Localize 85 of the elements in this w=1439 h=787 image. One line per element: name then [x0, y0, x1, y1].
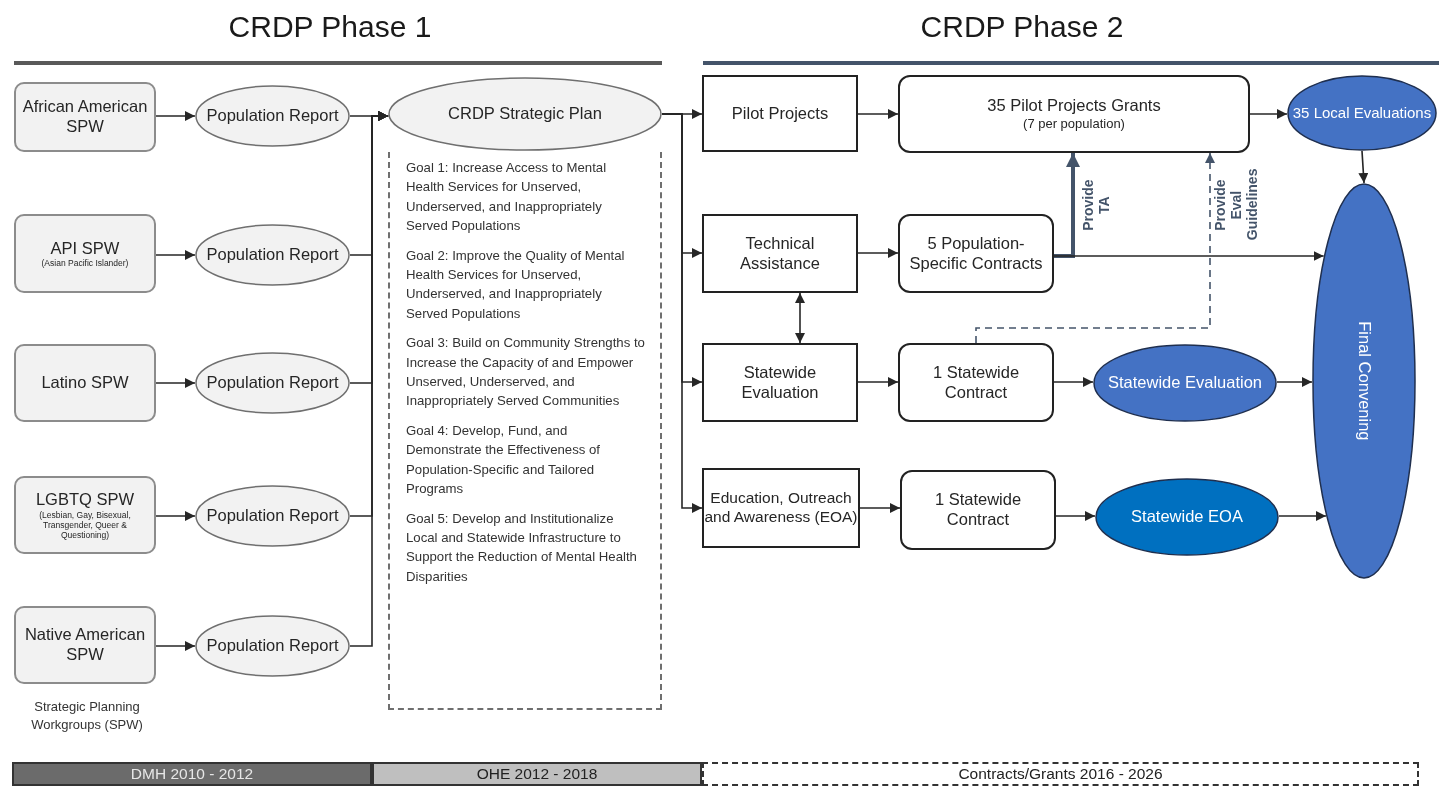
- node-label: Statewide Evaluation: [740, 362, 820, 403]
- connector-arrow: [1053, 251, 1325, 261]
- process-box: [702, 75, 858, 152]
- outcome-ellipse: [1312, 183, 1416, 579]
- node-label: 1 Statewide Contract: [933, 490, 1023, 530]
- node-label: Population Report: [206, 245, 339, 265]
- goal-text: Goal 5: Develop and Institutionalize Local and Statewide Infrastructure to Support the Reduction of Mental Health Disparities: [406, 509, 638, 586]
- node-label: Technical Assistance: [739, 233, 821, 274]
- node-label: 35 Local Evaluations: [1292, 104, 1432, 122]
- process-box: [702, 468, 860, 548]
- connector-arrow: [155, 111, 196, 121]
- report-ellipse: [195, 224, 350, 286]
- node-label: Native American SPW: [23, 625, 147, 665]
- connector-arrow: [1054, 153, 1080, 258]
- report-ellipse: [195, 615, 350, 677]
- node-label: Pilot Projects: [731, 103, 829, 124]
- goal-text: Goal 2: Improve the Quality of Mental Health Services for Unserved, Underserved, and Inappropriately Served Populations: [406, 246, 626, 323]
- node-label: African American SPW: [21, 97, 149, 137]
- node-label: Statewide EOA: [1131, 507, 1243, 527]
- node-subtitle: (7 per population): [1023, 116, 1125, 132]
- connector-arrow: [1249, 109, 1288, 119]
- node-subtitle: (Lesbian, Gay, Bisexual, Transgender, Queer & Questioning): [38, 509, 132, 541]
- outcome-ellipse: [1095, 478, 1279, 556]
- timeline-band: [372, 762, 702, 786]
- phase-heading: CRDP Phase 1: [228, 10, 432, 44]
- connector-arrow: [1358, 150, 1369, 184]
- node-label: CRDP Strategic Plan: [448, 104, 602, 124]
- connector-arrow: [1055, 511, 1096, 521]
- connector-arrow: [349, 111, 389, 647]
- outcome-ellipse: [1287, 75, 1437, 151]
- connector-arrow: [155, 511, 196, 521]
- connector-arrow: [1053, 377, 1094, 387]
- node-label: Population Report: [206, 373, 339, 393]
- connector-arrow: [1278, 511, 1327, 521]
- goal-text: Goal 4: Develop, Fund, and Demonstrate the Effectiveness of Population-Specific and Tailored Programs: [406, 421, 601, 499]
- process-box: [702, 214, 858, 293]
- workgroup-box: [14, 214, 156, 293]
- connector-arrow: [155, 641, 196, 651]
- node-label: Statewide Evaluation: [1107, 373, 1263, 393]
- edge-label: Provide Eval Guidelines: [1211, 170, 1261, 241]
- node-label: 1 Statewide Contract: [931, 362, 1021, 403]
- goal-text: Goal 1: Increase Access to Mental Health Services for Unserved, Underserved, and Inappropriately Served Populations: [406, 159, 608, 236]
- connector-arrow: [857, 248, 899, 258]
- report-ellipse: [195, 352, 350, 414]
- connector-arrow: [859, 503, 901, 513]
- node-label: Final Convening: [1354, 321, 1374, 441]
- node-label: Contracts/Grants 2016 - 2026: [958, 764, 1163, 784]
- goal-text: Goal 3: Build on Community Strengths to Increase the Capacity of and Empower Unserved, Underserved, and Inappropriately Served Communities: [406, 334, 646, 411]
- workgroup-box: [14, 82, 156, 152]
- phase-heading: CRDP Phase 2: [920, 10, 1124, 44]
- connector-arrow: [857, 109, 899, 119]
- connector-arrow: [155, 378, 196, 388]
- process-box: [702, 343, 858, 422]
- node-label: Population Report: [206, 506, 339, 526]
- node-label: OHE 2012 - 2018: [476, 764, 598, 784]
- goals-box: [388, 152, 662, 710]
- contract-box: [898, 214, 1054, 293]
- report-ellipse: [195, 485, 350, 547]
- workgroup-box: [14, 476, 156, 554]
- caption-text: Strategic Planning Workgroups (SPW): [30, 698, 144, 734]
- node-label: 5 Population-Specific Contracts: [908, 233, 1044, 274]
- node-subtitle: (Asian Pacific Islander): [40, 258, 130, 269]
- node-label: 35 Pilot Projects Grants: [987, 96, 1161, 117]
- connector-arrow: [795, 292, 805, 344]
- workgroup-box: [14, 344, 156, 422]
- timeline-band: [12, 762, 372, 786]
- node-label: Population Report: [206, 636, 339, 656]
- node-label: API SPW: [50, 238, 120, 259]
- connector-arrow: [975, 152, 1215, 344]
- node-label: Education, Outreach and Awareness (EOA): [704, 489, 858, 527]
- contract-box: [898, 343, 1054, 422]
- node-label: DMH 2010 - 2012: [130, 764, 254, 784]
- connector-arrow: [1276, 377, 1313, 387]
- node-label: Latino SPW: [41, 373, 129, 393]
- timeline-band: [702, 762, 1419, 786]
- connector-arrow: [155, 250, 196, 260]
- contract-box: [900, 470, 1056, 550]
- report-ellipse: [195, 85, 350, 147]
- node-label: Population Report: [206, 106, 339, 126]
- connector-arrow: [857, 377, 899, 387]
- report-ellipse: [388, 77, 662, 151]
- node-label: LGBTQ SPW: [35, 489, 135, 510]
- outcome-ellipse: [1093, 344, 1277, 422]
- edge-label: Provide TA: [1079, 178, 1113, 233]
- contract-box: [898, 75, 1250, 153]
